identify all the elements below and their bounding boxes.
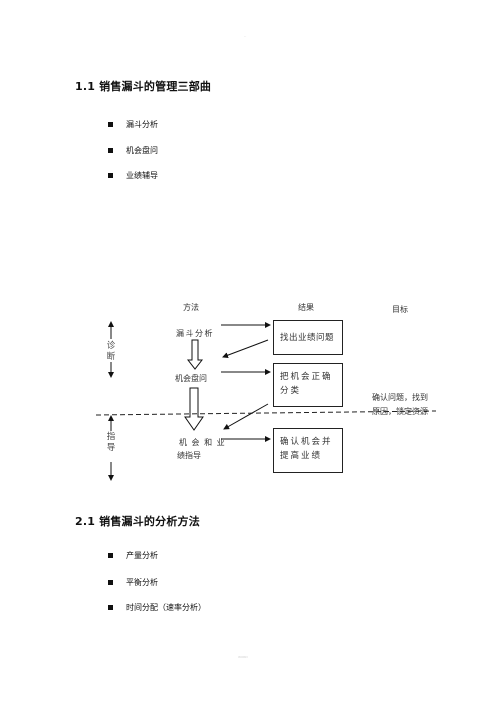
section2-item-3: 时间分配（速率分析） bbox=[108, 602, 206, 613]
step-funnel-analysis: 漏斗分析 bbox=[176, 329, 214, 338]
dashed-divider bbox=[95, 410, 437, 416]
header-mark: -- bbox=[244, 34, 247, 38]
section1-item-2: 机会盘问 bbox=[108, 145, 158, 156]
result-box-3: 确认机会并提高业绩 bbox=[273, 428, 343, 473]
section1-item-3: 业绩辅导 bbox=[108, 170, 158, 181]
bullet-square-icon bbox=[108, 553, 113, 558]
section1-item-label: 业绩辅导 bbox=[126, 171, 158, 180]
result-box-2: 把机会正确分类 bbox=[273, 363, 343, 407]
col-method: 方法 bbox=[183, 303, 199, 312]
step-opportunity-review: 机会盘问 bbox=[175, 374, 207, 383]
bullet-square-icon bbox=[108, 122, 113, 127]
step-guidance-line1: 机 会 和 业 bbox=[179, 438, 226, 447]
bullet-square-icon bbox=[108, 580, 113, 585]
section2-item-label: 平衡分析 bbox=[126, 578, 158, 587]
bullet-square-icon bbox=[108, 605, 113, 610]
section2-item-2: 平衡分析 bbox=[108, 577, 158, 588]
section2-title: 2.1 销售漏斗的分析方法 bbox=[75, 515, 200, 528]
bullet-square-icon bbox=[108, 173, 113, 178]
footer-mark: WORD bbox=[238, 655, 248, 659]
hollow-down-arrow-icon bbox=[186, 339, 204, 370]
section1-item-1: 漏斗分析 bbox=[108, 119, 158, 130]
section1-item-label: 漏斗分析 bbox=[126, 120, 158, 129]
section2-item-1: 产量分析 bbox=[108, 550, 158, 561]
diagonal-arrow-icon bbox=[222, 339, 269, 359]
diagonal-arrow-icon bbox=[223, 403, 269, 430]
side-label-guide: 指导 bbox=[106, 432, 116, 453]
section2-item-label: 时间分配（速率分析） bbox=[126, 603, 206, 612]
result-box-1: 找出业绩问题 bbox=[273, 320, 343, 355]
goal-line-1: 确认问题，找到 bbox=[372, 393, 428, 402]
section1-item-label: 机会盘问 bbox=[126, 146, 158, 155]
side-label-diagnose: 诊断 bbox=[106, 341, 116, 362]
section2-item-label: 产量分析 bbox=[126, 551, 158, 560]
step-guidance-line2: 绩指导 bbox=[177, 451, 201, 460]
section1-title: 1.1 销售漏斗的管理三部曲 bbox=[75, 80, 212, 93]
col-result: 结果 bbox=[298, 303, 314, 312]
hollow-down-arrow-icon bbox=[184, 387, 204, 431]
bullet-square-icon bbox=[108, 148, 113, 153]
col-goal: 目标 bbox=[392, 305, 408, 314]
